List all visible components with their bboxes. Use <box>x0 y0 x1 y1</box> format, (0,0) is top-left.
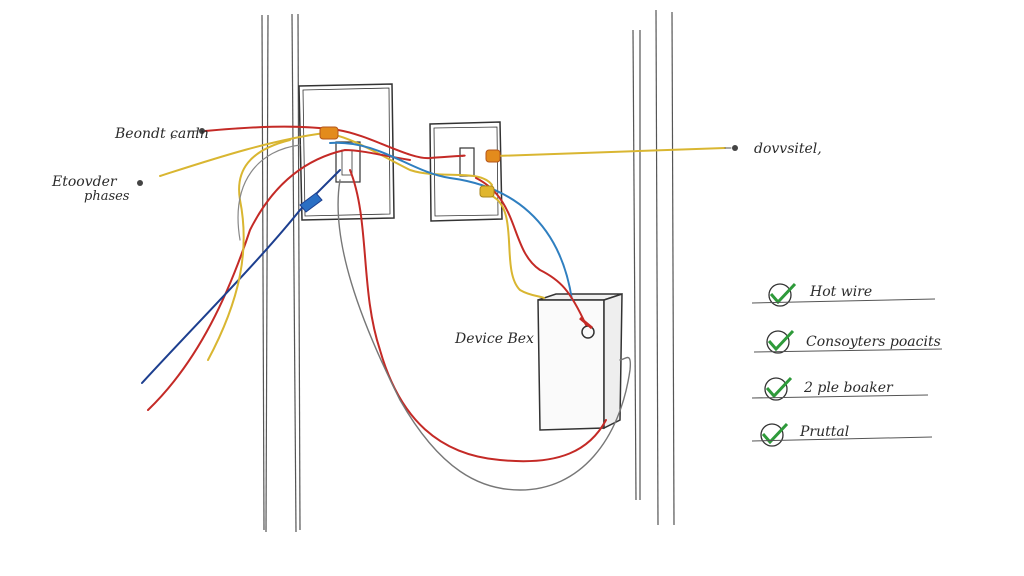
red-wire-top <box>204 125 466 160</box>
yellow-wire-nut-mid <box>479 185 495 198</box>
red-wire-down <box>349 169 607 463</box>
yellow-wire-mid <box>491 195 545 299</box>
checklist-line <box>751 298 936 304</box>
check-circle-icon <box>764 377 788 401</box>
wire-connectors <box>299 126 593 330</box>
label-top-left: Beondt ɕanln <box>114 126 209 142</box>
checklist-label: 2 ple boaker <box>803 380 894 396</box>
red-wire-mid <box>475 177 587 326</box>
checkmark-icon <box>761 422 789 445</box>
left-switch-box <box>298 83 395 221</box>
checklist-item: 2 ple boaker <box>751 376 929 401</box>
label-left-line2: phases <box>84 189 130 204</box>
checklist-label: Consoyters poacits <box>806 334 941 350</box>
red-wire-long <box>147 148 411 411</box>
checklist-item: Pruttal <box>751 422 933 447</box>
leader-dots <box>137 128 738 186</box>
gray-wire-loop <box>337 179 632 491</box>
checkmark-icon <box>767 329 795 352</box>
light-blue-wire <box>329 141 573 301</box>
blue-wire-long <box>141 169 341 384</box>
left-stud <box>261 13 301 533</box>
check-circle-icon <box>760 423 784 447</box>
checklist-line <box>751 394 929 399</box>
yellow-wire-long <box>207 139 291 361</box>
label-right: dovvsitel, <box>754 141 822 157</box>
checklist-line <box>753 348 943 353</box>
red-conductor-end <box>579 316 593 330</box>
right-stud <box>632 9 675 526</box>
yellow-wire-right <box>495 147 726 157</box>
checklist-item: Consoyters poacits <box>753 329 943 354</box>
orange-wire-nut-left <box>319 126 339 140</box>
yellow-wire-top <box>159 131 493 186</box>
check-circle-icon <box>766 330 790 354</box>
middle-switch-box <box>429 121 503 222</box>
check-circle-icon <box>768 283 792 307</box>
checklist-line <box>751 436 933 442</box>
blue-wire-nut <box>299 192 323 213</box>
label-device-box: Device Bex <box>454 331 534 347</box>
gray-wire-left <box>237 144 301 241</box>
checkmark-icon <box>765 376 793 399</box>
checklist-label: Pruttal <box>799 424 849 440</box>
label-left-line1: Etoovder <box>51 174 118 190</box>
checklist-label: Hot wire <box>809 284 872 300</box>
checklist: Hot wire Consoyters poacits 2 ple boaker… <box>751 282 943 447</box>
orange-wire-nut-mid <box>485 149 501 163</box>
checklist-item: Hot wire <box>751 282 936 307</box>
device-box <box>537 292 623 431</box>
